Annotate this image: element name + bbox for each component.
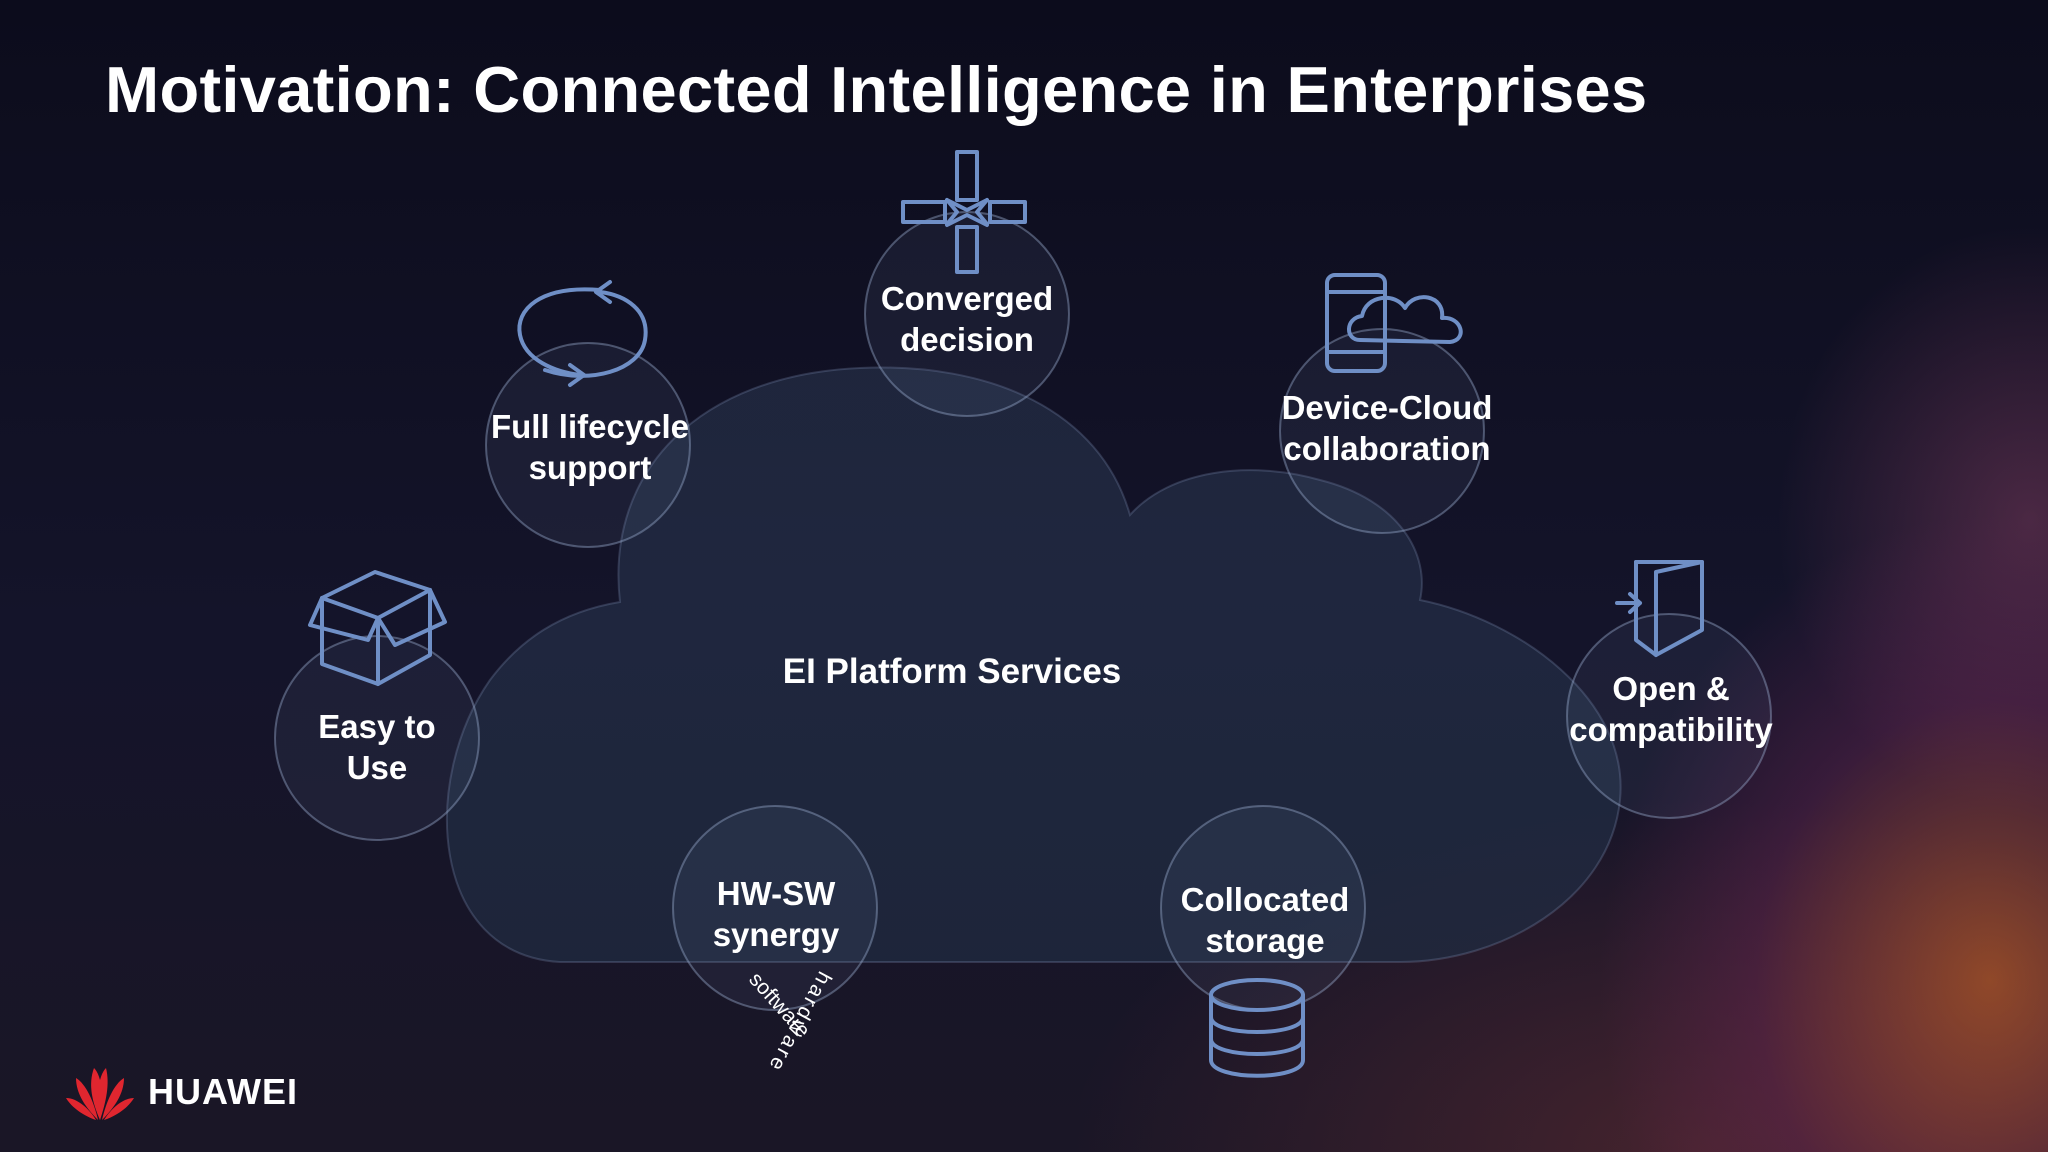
database-icon (1209, 978, 1305, 1078)
open-line1: Open & (1612, 670, 1729, 707)
slide-title: Motivation: Connected Intelligence in En… (105, 53, 1648, 126)
converged-line1: Converged (881, 280, 1053, 317)
huawei-petal-logo-icon (66, 1068, 134, 1120)
feature-open-compatibility: Open & compatibility (1566, 560, 1773, 819)
cloud-shape (446, 366, 1622, 963)
hwsw-line1: HW-SW (717, 875, 836, 912)
hwsw-line2: synergy (713, 916, 840, 953)
box-icon (308, 570, 447, 686)
feature-collocated-storage: Collocated storage (1160, 805, 1366, 1078)
feature-converged-decision: Converged decision (864, 150, 1070, 417)
feature-device-cloud: Device-Cloud collaboration (1279, 273, 1493, 534)
center-label: EI Platform Services (783, 652, 1122, 691)
easy-line2: Use (347, 749, 408, 786)
feature-full-lifecycle: Full lifecycle support (485, 280, 691, 548)
brand-name: HUAWEI (148, 1071, 298, 1112)
device-cloud-line2: collaboration (1283, 430, 1490, 467)
phone-cloud-icon (1325, 273, 1463, 373)
brand: HUAWEI (64, 1062, 298, 1122)
feature-hw-sw-synergy: HW-SW synergy software hardware (672, 805, 878, 1077)
storage-line2: storage (1205, 922, 1324, 959)
open-line2: compatibility (1569, 711, 1773, 748)
converge-arrows-icon (901, 150, 1027, 274)
converged-line2: decision (900, 321, 1034, 358)
lifecycle-line1: Full lifecycle (491, 408, 689, 445)
easy-line1: Easy to (318, 708, 435, 745)
storage-line1: Collocated (1181, 881, 1350, 918)
cycle-arrows-icon (517, 280, 648, 387)
lifecycle-line2: support (529, 449, 652, 486)
device-cloud-line1: Device-Cloud (1282, 389, 1493, 426)
feature-easy-to-use: Easy to Use (274, 570, 480, 841)
door-icon (1615, 560, 1704, 657)
